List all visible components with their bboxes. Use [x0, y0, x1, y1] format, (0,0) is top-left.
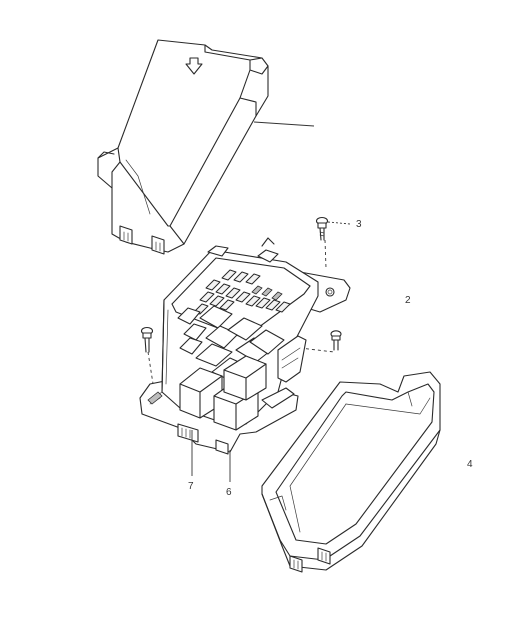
callout-2: 2 — [405, 295, 411, 306]
callout-4: 4 — [467, 459, 473, 470]
fuse-box-body — [139, 237, 351, 455]
callout-7: 7 — [188, 481, 194, 492]
bolt-leader-line — [327, 221, 351, 225]
arrow-icon — [185, 57, 203, 75]
callout-3: 3 — [356, 219, 362, 230]
cover-leader-line — [253, 121, 315, 127]
bolt-left — [140, 326, 154, 353]
fuse-box-top-cover — [97, 39, 269, 255]
relay-array — [177, 305, 285, 383]
fuse-box-bottom-tray — [261, 371, 441, 573]
large-relay-blocks — [179, 355, 267, 431]
callout-6: 6 — [226, 487, 232, 498]
bolt-upper — [315, 216, 329, 241]
bolt-right — [330, 330, 342, 351]
fuse-array — [193, 269, 291, 315]
